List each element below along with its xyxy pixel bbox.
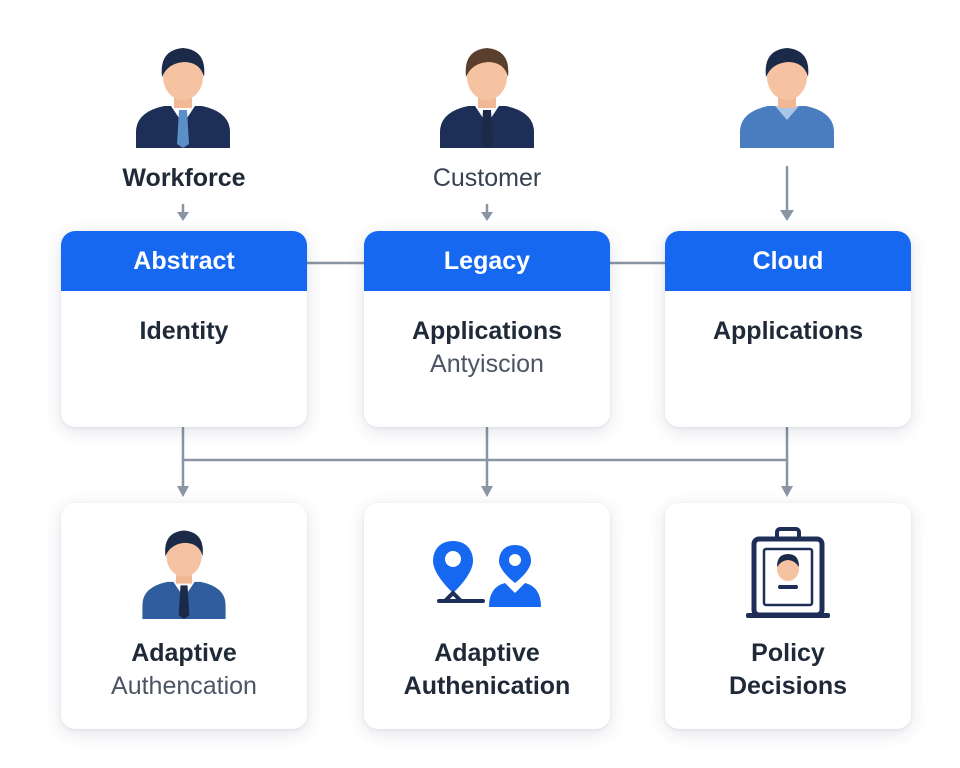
card-line: Authenication	[403, 672, 571, 700]
card-line: Policy	[751, 639, 825, 667]
card-cloud: Cloud Applications	[665, 231, 911, 427]
id-badge-icon	[746, 527, 830, 618]
persona-user	[738, 44, 836, 153]
card-line: Identity	[139, 317, 229, 345]
card-adaptive-authencation: Adaptive Authencation	[61, 503, 307, 729]
card-line: Applications	[712, 317, 863, 345]
card-line: Adaptive	[434, 639, 540, 667]
card-abstract: Abstract Identity	[61, 231, 307, 427]
card-header-abstract: Abstract	[61, 231, 307, 291]
card-line: Antyiscion	[430, 350, 544, 378]
persona-customer	[438, 44, 536, 153]
businessman-icon	[136, 48, 230, 148]
location-pin-user-icon	[433, 541, 541, 607]
persona-workforce	[134, 44, 232, 153]
card-legacy: Legacy Applications Antyiscion	[364, 231, 610, 427]
card-header-cloud: Cloud	[665, 231, 911, 291]
card-line: Authencation	[111, 672, 257, 700]
persona-label-workforce: Workforce	[122, 164, 246, 192]
card-line: Decisions	[728, 672, 848, 700]
card-adaptive-authenication: Adaptive Authenication	[364, 503, 610, 729]
businessman-icon	[142, 530, 226, 619]
card-line: Adaptive	[131, 639, 237, 667]
businessman-icon	[440, 48, 534, 148]
user-icon	[740, 48, 834, 148]
card-line: Applications	[411, 317, 562, 345]
card-header-legacy: Legacy	[364, 231, 610, 291]
card-policy-decisions: Policy Decisions	[665, 503, 911, 729]
persona-label-customer: Customer	[432, 164, 542, 192]
